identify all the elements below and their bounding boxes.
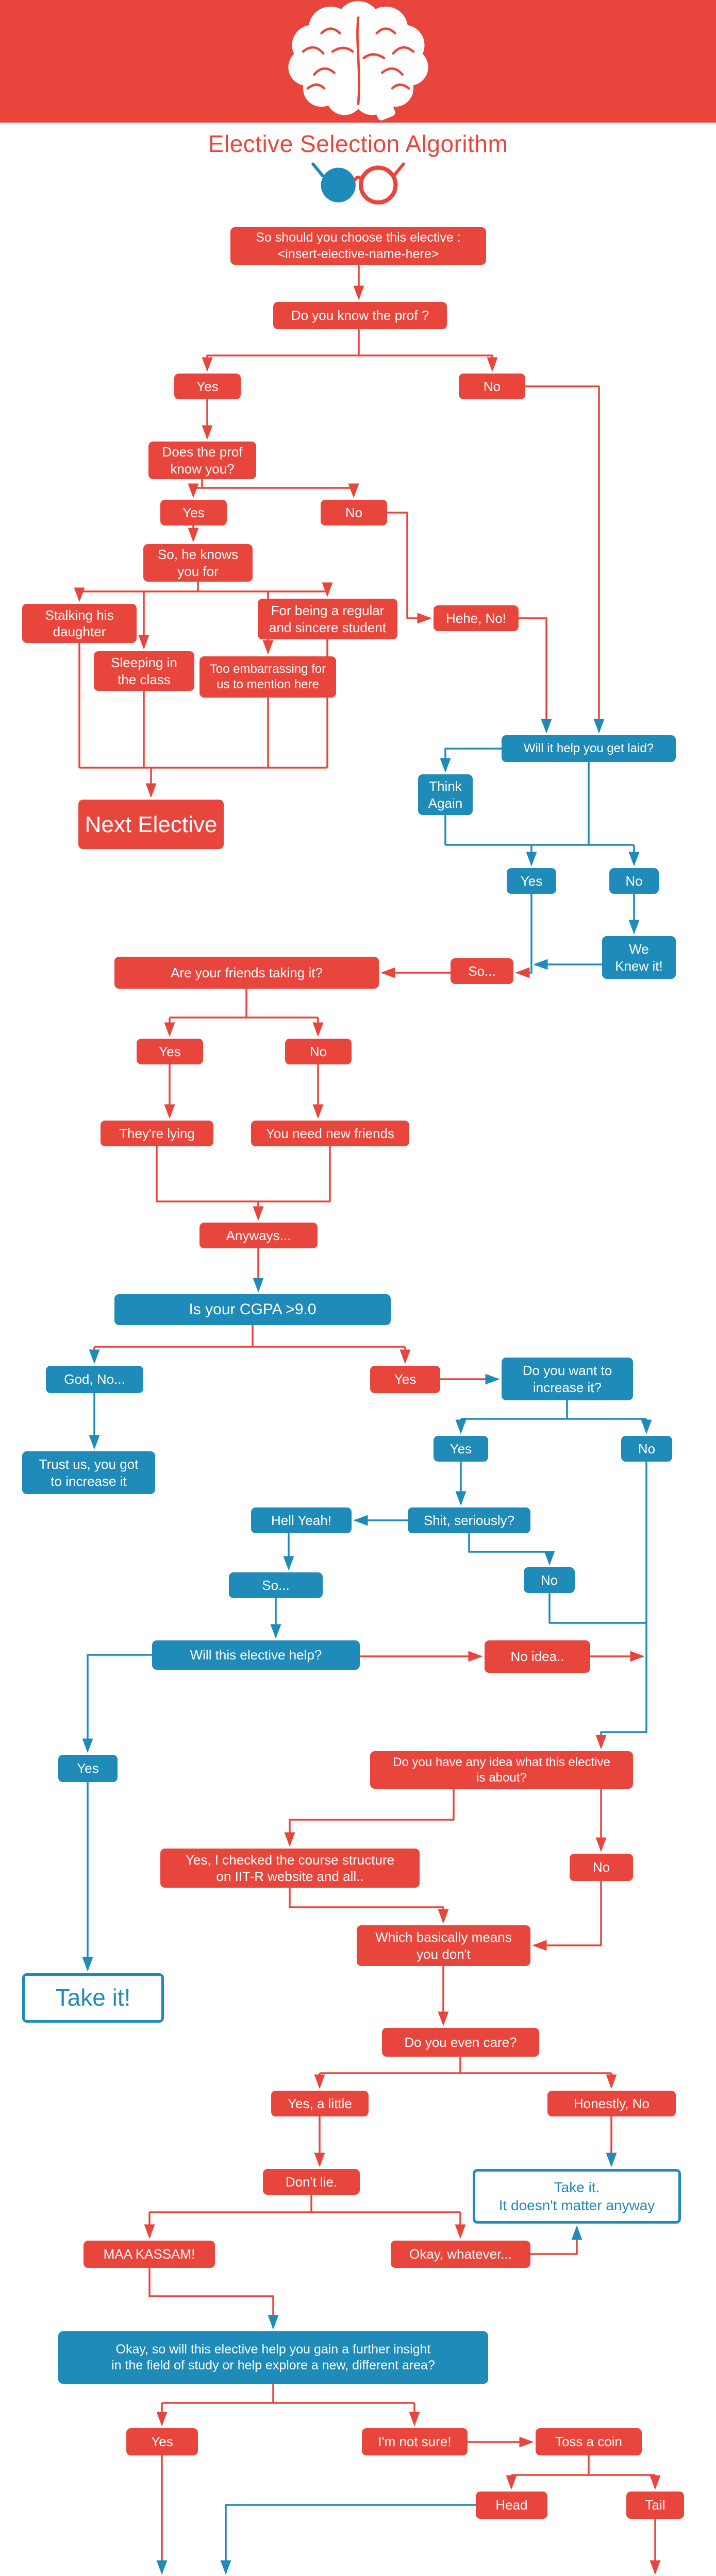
node-dont-lie: Don't lie. — [263, 2169, 360, 2195]
node-yes-laid: Yes — [507, 868, 556, 894]
node-will-help: Will this elective help? — [152, 1640, 360, 1670]
node-trust-us: Trust us, you got to increase it — [22, 1451, 155, 1494]
node-prof-know-you: Does the prof know you? — [148, 442, 256, 479]
node-regular-student: For being a regular and sincere student — [258, 599, 397, 639]
glasses-icon — [311, 162, 405, 205]
node-yes-help: Yes — [58, 1755, 118, 1782]
node-no-clue: No — [570, 1854, 633, 1881]
node-know-prof: Do you know the prof ? — [273, 302, 447, 329]
node-take-it-matter: Take it. It doesn't matter anyway — [473, 2169, 681, 2224]
node-anyways: Anyways... — [199, 1223, 318, 1248]
node-any-idea: Do you have any idea what this elective … — [370, 1751, 633, 1789]
node-next-elective-1: Next Elective — [78, 800, 224, 849]
node-think-again: Think Again — [418, 774, 473, 815]
page-title: Elective Selection Algorithm — [208, 130, 508, 157]
node-theyre-lying: They're lying — [101, 1121, 213, 1146]
node-not-sure: I'm not sure! — [362, 2428, 468, 2455]
node-toss-coin: Toss a coin — [536, 2428, 642, 2455]
node-no-idea: No idea.. — [485, 1640, 590, 1673]
node-intro: So should you choose this elective : <in… — [230, 227, 486, 265]
node-too-embarrassing: Too embarrassing for us to mention here — [199, 656, 336, 698]
node-checked-structure: Yes, I checked the course structure on I… — [160, 1849, 420, 1888]
node-knows-you-for: So, he knows you for — [143, 544, 253, 582]
node-maa-kassam: MAA KASSAM! — [84, 2241, 215, 2268]
node-take-it-1: Take it! — [22, 1973, 164, 2023]
node-hell-yeah: Hell Yeah! — [251, 1507, 352, 1533]
node-head: Head — [476, 2492, 547, 2519]
node-we-knew-it: We Knew it! — [602, 936, 676, 979]
node-yes-little: Yes, a little — [271, 2091, 369, 2116]
node-friends-taking: Are your friends taking it? — [114, 957, 379, 989]
node-sleeping-class: Sleeping in the class — [94, 651, 194, 691]
node-yes-friends: Yes — [137, 1039, 203, 1064]
node-hehe-no: Hehe, No! — [434, 605, 519, 631]
node-god-no: God, No... — [46, 1366, 143, 1393]
node-yes-2: Yes — [160, 500, 227, 526]
node-want-increase: Do you want to increase it? — [502, 1358, 633, 1400]
node-honestly-no: Honestly, No — [547, 2091, 676, 2116]
node-new-friends: You need new friends — [251, 1121, 409, 1146]
node-no-increase: No — [621, 1436, 672, 1462]
node-tail: Tail — [626, 2492, 684, 2519]
node-no-2: No — [321, 500, 387, 526]
node-stalking-daughter: Stalking his daughter — [22, 604, 137, 643]
node-okay-whatever: Okay, whatever... — [391, 2241, 530, 2268]
node-yes-cgpa: Yes — [370, 1366, 440, 1393]
node-big-question: Okay, so will this elective help you gai… — [58, 2331, 488, 2384]
node-even-care: Do you even care? — [382, 2028, 539, 2057]
node-so-1: So... — [451, 958, 513, 984]
node-shit-seriously: Shit, seriously? — [408, 1507, 530, 1533]
node-yes-1: Yes — [174, 374, 241, 399]
node-cgpa: Is your CGPA >9.0 — [114, 1294, 391, 1325]
node-get-laid: Will it help you get laid? — [502, 735, 676, 762]
node-which-means: Which basically means you don't — [357, 1925, 530, 1966]
node-no-friends: No — [285, 1039, 352, 1064]
node-yes-increase: Yes — [434, 1436, 488, 1462]
brain-icon — [288, 1, 428, 121]
node-no-1: No — [459, 374, 525, 399]
node-no-laid: No — [609, 868, 659, 894]
node-no-seriously: No — [524, 1567, 575, 1593]
node-yes-final: Yes — [126, 2428, 198, 2455]
node-so-2: So... — [229, 1572, 323, 1598]
